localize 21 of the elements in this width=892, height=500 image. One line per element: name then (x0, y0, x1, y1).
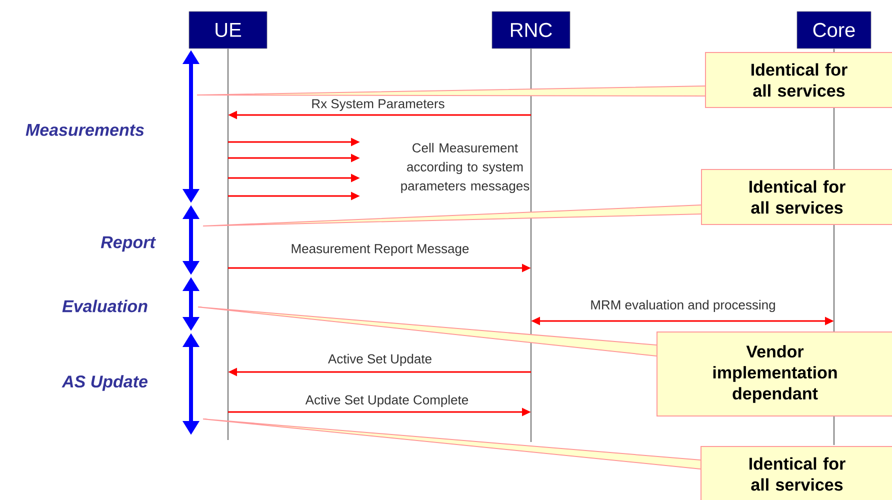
callout-box: Vendor implementation dependant (656, 332, 892, 416)
callout-box: Identical for all services (700, 446, 892, 500)
leader-line (196, 86, 706, 96)
leader-line (202, 204, 702, 226)
phase-label: Report (100, 236, 156, 252)
callout-box: Identical for all services (705, 52, 892, 108)
leader-line (202, 418, 701, 470)
phase-label: Evaluation (62, 300, 148, 312)
phase-label: AS Update (62, 375, 148, 391)
phase-label: Measurements (26, 124, 144, 136)
participant-box: UE (188, 11, 268, 49)
message-label: MRM evaluation and processing (589, 298, 777, 314)
participant-box: RNC (492, 11, 570, 49)
message-label: Active Set Update Complete (304, 394, 470, 408)
message-label: Measurement Report Message (290, 243, 470, 257)
message-label: Rx System Parameters (310, 98, 446, 112)
participant-box: Core (796, 11, 872, 49)
message-note: Cell Measurement according to system parameters messages (401, 142, 530, 194)
callout-box: Identical for all services (701, 169, 892, 225)
leader-line (198, 306, 657, 356)
message-label: Active Set Update (326, 352, 434, 368)
